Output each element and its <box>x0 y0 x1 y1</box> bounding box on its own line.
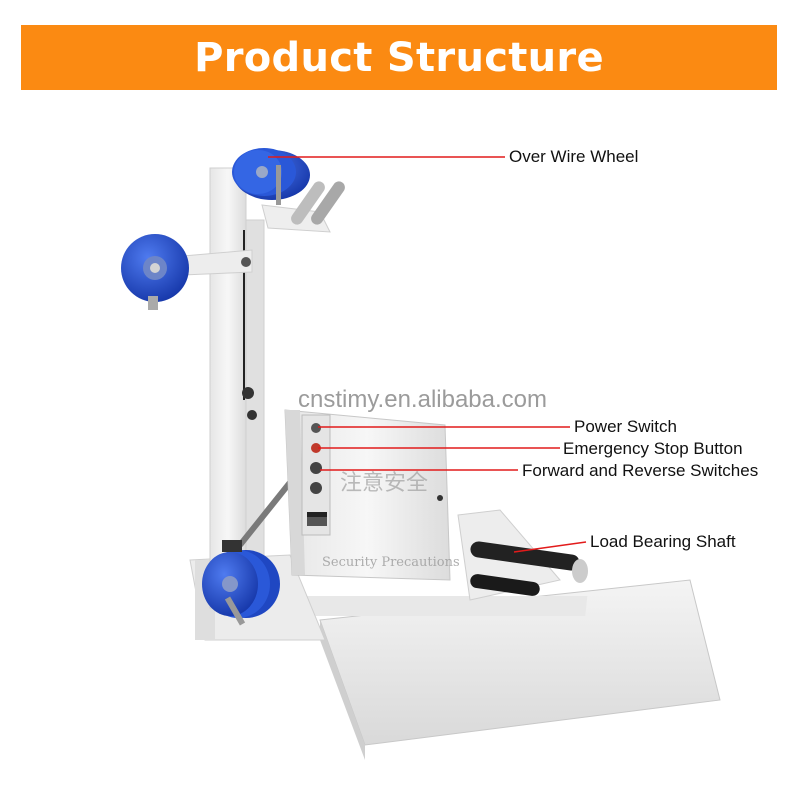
label-forward-reverse-switches: Forward and Reverse Switches <box>522 461 759 480</box>
left-wheel <box>121 234 189 310</box>
title-banner: Product Structure <box>21 25 777 90</box>
control-box: 注意安全 Security Precautions <box>284 409 460 581</box>
over-wire-wheel <box>232 148 310 205</box>
load-bearing-shaft <box>457 509 588 601</box>
knob-icon <box>310 482 322 494</box>
label-over-wire-wheel: Over Wire Wheel <box>509 147 639 166</box>
emergency-stop-icon <box>311 443 321 453</box>
guide-rollers <box>261 181 345 233</box>
label-load-bearing-shaft: Load Bearing Shaft <box>590 532 736 551</box>
label-emergency-stop-button: Emergency Stop Button <box>563 439 743 458</box>
watermark: cnstimy.en.alibaba.com <box>298 386 547 413</box>
page-title: Product Structure <box>194 34 604 81</box>
english-sign: Security Precautions <box>322 555 460 570</box>
chinese-sign: 注意安全 <box>340 471 428 496</box>
label-power-switch: Power Switch <box>574 417 677 436</box>
callout-line-load-bearing-shaft <box>513 541 587 553</box>
forward-reverse-switch-icon <box>310 462 322 474</box>
machine-base <box>189 554 721 760</box>
callout-lines <box>268 156 587 553</box>
power-switch-icon <box>311 423 321 433</box>
bottom-wheel <box>202 540 280 626</box>
